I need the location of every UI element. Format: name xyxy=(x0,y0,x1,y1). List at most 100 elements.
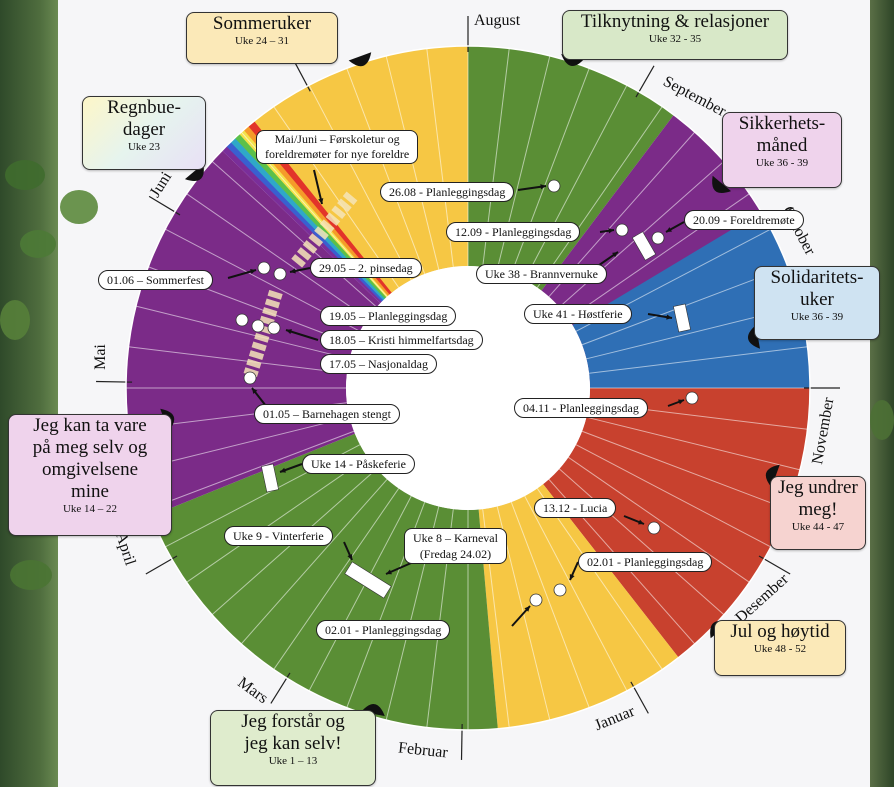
arrow-2009-head xyxy=(666,227,672,232)
arrow-0105-head xyxy=(252,388,258,394)
theme-ta-vare: Jeg kan ta vare på meg selv og omgivelse… xyxy=(8,414,172,536)
theme-sikkerhet: Sikkerhets- måned Uke 36 - 39 xyxy=(722,112,842,188)
marker-vinterferie xyxy=(344,561,392,599)
month-august: August xyxy=(474,12,521,29)
event-planleggingsdag-0411: 04.11 - Planleggingsdag xyxy=(514,398,648,418)
event-planleggingsdag-0201-right: 02.01 - Planleggingsdag xyxy=(578,552,713,572)
event-karneval: Uke 8 – Karneval(Fredag 24.02) xyxy=(404,528,507,564)
arrow-0201-bottom-head xyxy=(524,606,530,612)
marker-1805 xyxy=(251,319,265,333)
week-divider xyxy=(510,501,590,708)
week-divider xyxy=(524,495,628,692)
week-divider xyxy=(586,416,801,471)
week-divider xyxy=(568,456,750,583)
sector-solidaritet xyxy=(572,211,810,388)
marker-0411 xyxy=(685,391,699,405)
theme-forstar: Jeg forstår og jeg kan selv! Uke 1 – 13 xyxy=(210,710,376,786)
event-paskeferie: Uke 14 - Påskeferie xyxy=(302,454,415,474)
week-divider xyxy=(346,68,426,275)
sector-regnbue-band xyxy=(248,121,392,295)
week-divider xyxy=(240,478,388,645)
sector-uke-1-13 xyxy=(150,433,498,731)
arrow-2608-head xyxy=(540,184,546,190)
arrow-1209-head xyxy=(608,228,614,234)
event-vinterferie: Uke 9 - Vinterferie xyxy=(224,526,333,546)
marker-1209 xyxy=(615,223,629,237)
event-planleggingsdag-1905: 19.05 – Planleggingsdag xyxy=(320,306,457,326)
leaf-decoration xyxy=(0,300,30,340)
event-kristi-himmelfartsdag: 18.05 – Kristi himmelfartsdag xyxy=(320,330,483,350)
marker-paskeferie xyxy=(261,463,279,493)
arrow-vinterferie-head xyxy=(347,554,353,560)
week-divider xyxy=(148,430,355,510)
marker-0201-bottom xyxy=(529,593,543,607)
theme-jul: Jul og høytid Uke 48 - 52 xyxy=(714,620,846,676)
theme-solidaritet: Solidaritets- uker Uke 36 - 39 xyxy=(754,266,880,340)
arrow-paskeferie-head xyxy=(280,467,286,473)
event-nasjonaldag: 17.05 – Nasjonaldag xyxy=(320,354,437,374)
wheel-center xyxy=(346,266,590,510)
sector-regnbue-band xyxy=(239,128,389,298)
marker-hostferie xyxy=(673,303,691,333)
arrow-mai-dates xyxy=(285,329,319,341)
arrow-forskoletur-head xyxy=(318,198,324,204)
event-pinsedag: 29.05 – 2. pinsedag xyxy=(310,258,422,278)
wheel-rim xyxy=(125,45,811,731)
event-planleggingsdag-1209: 12.09 - Planleggingsdag xyxy=(446,222,581,242)
week-divider xyxy=(558,468,725,616)
arrow-brannvernuke-head xyxy=(612,252,618,258)
marker-1905 xyxy=(267,321,281,335)
theme-tilknytning: Tilknytning & relasjoner Uke 32 - 35 xyxy=(562,10,788,60)
arrow-karneval-head xyxy=(386,569,392,575)
marker-0201-right xyxy=(553,583,567,597)
theme-undrer: Jeg undrer meg! Uke 44 - 47 xyxy=(770,476,866,550)
week-divider xyxy=(186,193,368,320)
theme-pointer xyxy=(765,464,780,488)
arrow-hostferie-head xyxy=(666,314,672,320)
event-brannvernuke: Uke 38 - Brannvernuke xyxy=(476,264,607,284)
marker-0105 xyxy=(243,371,257,385)
theme-regnbue: Regnbue- dager Uke 23 xyxy=(82,96,206,170)
event-planleggingsdag-0201-bottom: 02.01 - Planleggingsdag xyxy=(316,620,451,640)
arrow-lucia-head xyxy=(638,519,644,525)
marker-2009 xyxy=(651,231,665,245)
week-divider xyxy=(536,488,663,670)
leaf-decoration xyxy=(10,560,52,590)
marker-2608 xyxy=(547,179,561,193)
theme-pointer xyxy=(712,175,732,194)
week-divider xyxy=(186,456,368,583)
sector-uke-48-52 xyxy=(478,484,679,729)
week-divider xyxy=(308,84,412,281)
event-foreldremote: 20.09 - Foreldremøte xyxy=(684,210,804,230)
marker-2905 xyxy=(273,267,287,281)
sector-uke-14-22 xyxy=(126,150,381,388)
event-barnehagen-stengt: 01.05 – Barnehagen stengt xyxy=(254,404,400,424)
event-sommerfest: 01.06 – Sommerfest xyxy=(98,270,213,290)
week-divider xyxy=(581,430,788,510)
week-divider xyxy=(308,495,412,692)
month-mai: Mai xyxy=(91,344,109,370)
marker-brannvernuke xyxy=(631,231,657,261)
event-planleggingsdag-2608: 26.08 - Planleggingsdag xyxy=(380,182,515,202)
week-divider xyxy=(273,488,400,670)
arrow-forskoletur xyxy=(313,169,323,205)
week-divider xyxy=(524,84,628,281)
sector-uke-24-31 xyxy=(252,45,468,294)
theme-pointer xyxy=(361,704,385,716)
event-hostferie: Uke 41 - Høstferie xyxy=(524,304,632,324)
week-divider xyxy=(575,444,772,548)
arrow-2905-head xyxy=(290,268,296,274)
arrow-0411-head xyxy=(678,399,684,405)
arrow-mai-dates-head xyxy=(286,329,292,335)
theme-pointer xyxy=(348,52,372,67)
sector-regnbue-band xyxy=(234,132,387,299)
week-divider xyxy=(128,346,347,374)
theme-sommeruker: Sommeruker Uke 24 – 31 xyxy=(186,12,338,64)
leaf-decoration xyxy=(20,230,56,258)
sector-regnbue-band xyxy=(243,124,391,296)
marker-0106 xyxy=(257,261,271,275)
leaf-decoration xyxy=(870,400,894,440)
week-divider xyxy=(589,346,808,374)
